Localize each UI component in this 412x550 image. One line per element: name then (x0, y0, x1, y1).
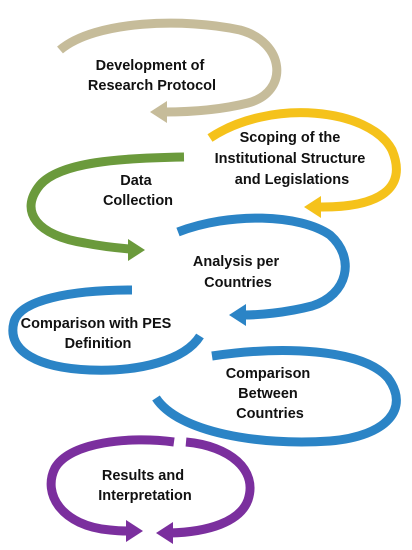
step-2-arrowhead (304, 196, 321, 218)
step-3-line-1: Data (120, 173, 152, 189)
step-7-label: Results and Interpretation (98, 468, 191, 504)
step-1-label: Development of Research Protocol (88, 58, 216, 94)
step-7-loop-arrow-right (169, 437, 255, 538)
step-3-label: Data Collection (103, 173, 173, 209)
step-1-line-2: Research Protocol (88, 78, 216, 94)
step-4-arrowhead (229, 304, 246, 326)
step-5-label: Comparison with PES Definition (21, 316, 176, 352)
step-4-line-2: Countries (204, 275, 272, 291)
step-7-arrowhead-left (126, 520, 143, 542)
step-6-loop-arrow (152, 346, 401, 447)
step-2-line-2: Institutional Structure (215, 151, 366, 167)
step-results-and-interpretation: Results and Interpretation (46, 435, 255, 544)
step-1-arrowhead (150, 101, 167, 123)
step-2-line-1: Scoping of the (240, 130, 341, 146)
step-4-label: Analysis per Countries (193, 254, 283, 291)
step-6-line-2: Between (238, 386, 298, 402)
step-5-line-1: Comparison with PES (21, 316, 172, 332)
step-6-label: Comparison Between Countries (226, 366, 315, 422)
step-7-line-2: Interpretation (98, 488, 191, 504)
step-2-label: Scoping of the Institutional Structure a… (215, 130, 370, 188)
step-analysis-per-countries: Analysis per Countries (176, 213, 350, 326)
step-data-collection: Data Collection (26, 152, 185, 261)
step-5-line-2: Definition (65, 336, 132, 352)
step-2-line-3: and Legislations (235, 172, 349, 188)
step-2-loop-arrow (207, 108, 401, 212)
step-7-loop-arrow-left (46, 435, 175, 536)
step-3-arrowhead (128, 239, 145, 261)
step-4-loop-arrow (176, 213, 350, 320)
step-comparison-between-countries: Comparison Between Countries (152, 346, 401, 447)
step-development-research-protocol: Development of Research Protocol (57, 18, 282, 123)
step-1-line-1: Development of (96, 58, 205, 74)
step-3-line-2: Collection (103, 193, 173, 209)
step-5-loop-arrow (8, 285, 204, 375)
step-6-line-1: Comparison (226, 366, 311, 382)
step-4-line-1: Analysis per (193, 254, 280, 270)
step-3-loop-arrow (26, 152, 185, 254)
step-7-line-1: Results and (102, 468, 184, 484)
step-scoping-institutional-structure: Scoping of the Institutional Structure a… (207, 108, 401, 218)
step-7-arrowhead-right (156, 522, 173, 544)
step-1-loop-arrow (57, 18, 282, 117)
step-6-line-3: Countries (236, 406, 304, 422)
step-comparison-with-pes-definition: Comparison with PES Definition (8, 285, 204, 375)
